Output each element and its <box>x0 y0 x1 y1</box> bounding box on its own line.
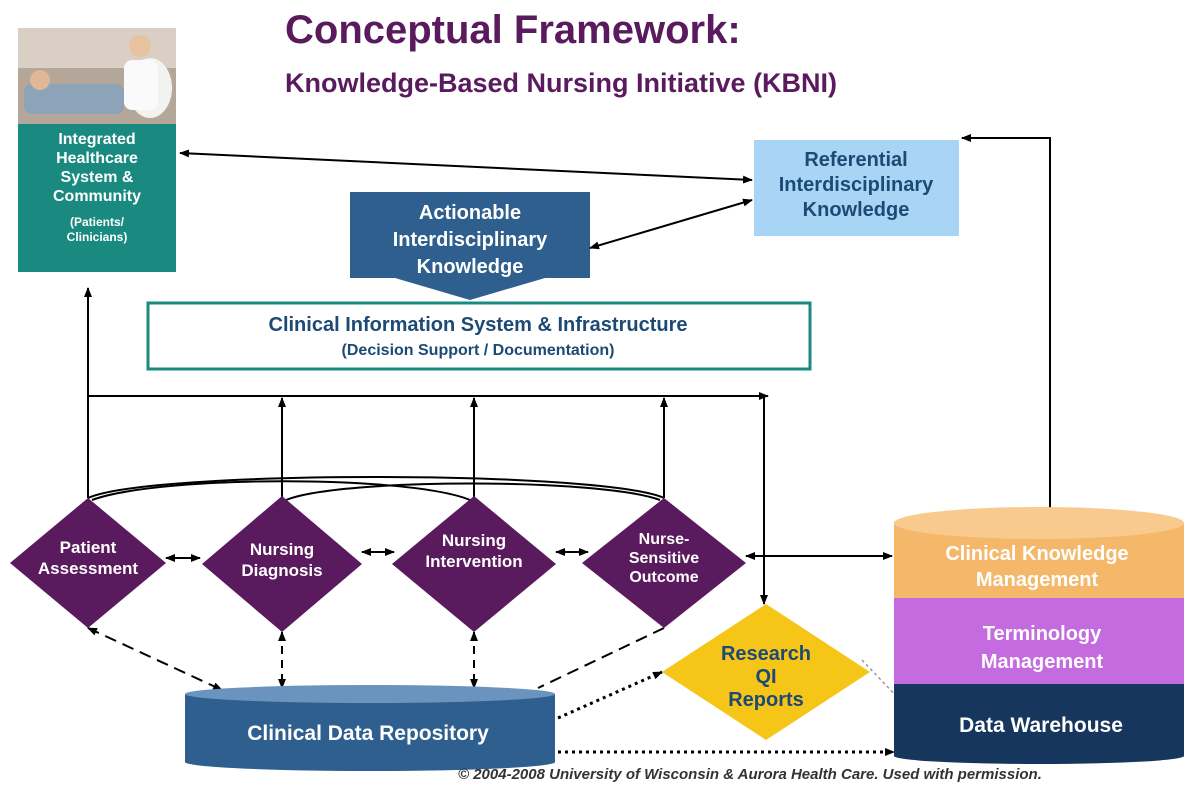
nurse-sensitive-outcome-diamond <box>582 498 746 628</box>
arc-patient-intervention <box>91 480 471 501</box>
arrow-outcome-repository <box>537 627 665 689</box>
arc-diagnosis-outcome <box>285 482 661 501</box>
clinician-photo <box>18 28 176 124</box>
nursing-intervention-diamond <box>392 496 556 632</box>
cis-subtitle: (Decision Support / Documentation) <box>342 342 615 359</box>
integrated-healthcare-label-line: Community <box>53 188 141 205</box>
terminology-management-label-line: Terminology <box>983 623 1102 645</box>
actionable-knowledge-label-line: Interdisciplinary <box>393 229 548 251</box>
data-warehouse-label-line: Data Warehouse <box>959 714 1123 737</box>
referential-knowledge-box <box>754 140 959 236</box>
terminology-management-label-line: Management <box>981 651 1104 673</box>
actionable-knowledge-label-line: Actionable <box>419 202 521 224</box>
nurse-sensitive-outcome-label-line: Sensitive <box>629 550 699 567</box>
knowledge-stack <box>894 507 1184 764</box>
page-subtitle: Knowledge-Based Nursing Initiative (KBNI… <box>285 68 838 98</box>
cis-title: Clinical Information System & Infrastruc… <box>269 314 688 336</box>
arc-patient-outcome <box>87 476 665 499</box>
integrated-healthcare-label-line: Integrated <box>58 131 135 148</box>
patient-assessment-diamond <box>10 498 166 628</box>
clinical-data-repository-label: Clinical Data Repository <box>247 722 489 745</box>
arrow-repository-research <box>557 670 663 720</box>
copyright-notice: © 2004-2008 University of Wisconsin & Au… <box>458 766 1042 783</box>
nursing-diagnosis-label-line: Nursing <box>250 540 314 559</box>
nursing-diagnosis-label-line: Diagnosis <box>241 561 322 580</box>
arrow-assessment-repository <box>87 627 223 691</box>
nurse-sensitive-outcome-label-line: Outcome <box>629 569 698 586</box>
connectors <box>84 134 1051 756</box>
data-warehouse-label: Data Warehouse <box>959 714 1123 737</box>
integrated-healthcare-label-line: Healthcare <box>56 150 138 167</box>
referential-knowledge-label-line: Interdisciplinary <box>779 174 934 196</box>
patient-assessment-label-line: Patient <box>60 538 117 557</box>
referential-knowledge-label-line: Referential <box>804 149 907 171</box>
nursing-intervention-label-line: Intervention <box>425 552 522 571</box>
research-label-line: Reports <box>728 689 804 711</box>
integrated-healthcare-label-line: Clinicians) <box>67 230 128 244</box>
page-title: Conceptual Framework: <box>285 8 741 52</box>
integrated-healthcare-label-line: (Patients/ <box>70 215 125 229</box>
research-diamond <box>662 604 870 740</box>
nursing-diagnosis-diamond <box>202 496 362 632</box>
clinical-data-repository <box>185 685 555 771</box>
referential-knowledge-label-line: Knowledge <box>803 199 910 221</box>
actionable-knowledge-arrow <box>350 192 590 300</box>
cis-box <box>146 301 812 371</box>
arrow-actionable-referential <box>589 198 753 250</box>
research-label-line: Research <box>721 643 811 665</box>
actionable-knowledge-label-line: Knowledge <box>417 256 524 278</box>
arrow-stack-referential <box>961 134 1051 508</box>
clinical-knowledge-management-label-line: Clinical Knowledge <box>945 543 1128 565</box>
clinical-knowledge-management-label-line: Management <box>976 569 1099 591</box>
arrow-integrated-referential <box>179 149 753 184</box>
integrated-healthcare-box <box>18 124 176 272</box>
nursing-intervention-label-line: Nursing <box>442 531 506 550</box>
integrated-healthcare-label-line: System & <box>61 169 134 186</box>
patient-assessment-label-line: Assessment <box>38 559 139 578</box>
nurse-sensitive-outcome-label-line: Nurse- <box>639 531 690 548</box>
research-label-line: QI <box>755 666 776 688</box>
